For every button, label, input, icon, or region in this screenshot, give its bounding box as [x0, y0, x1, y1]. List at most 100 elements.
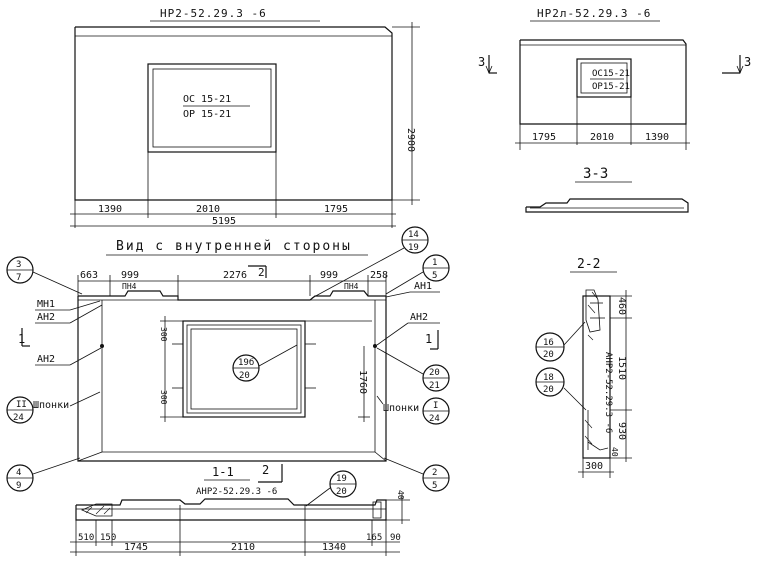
mirror-panel-elevation: НР2л-52.29.3 -6 ОС15-21 ОР15-21 1795 201… [478, 7, 751, 150]
section-1-1-dim-165: 165 [366, 533, 382, 543]
svg-text:21: 21 [429, 381, 440, 391]
svg-text:19б: 19б [238, 357, 254, 368]
section-1-1-dim-2110: 2110 [231, 542, 255, 553]
svg-text:20: 20 [239, 371, 250, 381]
svg-text:3: 3 [16, 260, 21, 270]
callout-4-9: 4 9 [6, 457, 81, 492]
section-1-1-cut-2-label: 2 [262, 463, 269, 477]
svg-text:1: 1 [432, 258, 437, 268]
callout-II-24: II 24 [6, 396, 34, 424]
svg-text:2: 2 [432, 468, 437, 478]
section-1-1-mark: АНР2-52.29.3 -6 [196, 487, 277, 497]
label-an1: АН1 [414, 281, 432, 292]
svg-text:20: 20 [429, 368, 440, 378]
cut-3-left-label: 3 [478, 55, 485, 69]
label-an2-a: АН2 [37, 312, 55, 323]
mirror-window-top-label: ОС15-21 [592, 69, 630, 79]
inner-cut-2-label: 2 [258, 266, 265, 279]
callout-1-5: 1 5 [385, 254, 450, 295]
svg-text:4: 4 [16, 468, 21, 478]
callout-20-21: 20 21 [376, 347, 450, 392]
svg-text:7: 7 [16, 273, 21, 283]
svg-text:14: 14 [408, 230, 419, 240]
callout-14-19: 14 19 [311, 226, 429, 299]
inner-view-title: Вид с внутренней стороны [116, 239, 352, 254]
section-2-2-dim-1510: 1510 [616, 356, 627, 380]
section-1-1-dim-90: 90 [390, 533, 401, 543]
mirror-panel-mark: НР2л-52.29.3 -6 [537, 7, 651, 20]
section-2-2-dim-930: 930 [616, 422, 627, 440]
section-2-2-mark: АНР2-52.29.3 -6 [603, 352, 613, 433]
main-dim-total: 5195 [212, 216, 236, 227]
mirror-dim-2: 2010 [590, 132, 614, 143]
callout-3-7: 3 7 [6, 256, 83, 295]
main-panel-elevation: НР2-52.29.3 -6 ОС 15-21 ОР 15-21 1390 20… [70, 7, 420, 228]
main-window-opening [147, 63, 277, 153]
section-2-2-title: 2-2 [577, 257, 600, 272]
inner-window-opening [182, 320, 306, 418]
main-window-top-label: ОС 15-21 [183, 94, 231, 105]
mirror-dim-1: 1795 [532, 132, 556, 143]
svg-text:20: 20 [543, 385, 554, 395]
section-1-1-dim-150: 150 [100, 533, 116, 543]
section-2-2-dim-300: 300 [585, 461, 603, 472]
main-dim-3: 1795 [324, 204, 348, 215]
svg-text:24: 24 [13, 413, 24, 423]
section-1-1: 1-1 2 АНР2-52.29.3 -6 19 20 40 [70, 463, 410, 556]
section-1-1-dim-1745: 1745 [124, 542, 148, 553]
section-3-3-title: 3-3 [583, 166, 608, 182]
label-keys-right: Шпонки [383, 403, 419, 414]
callout-19-20-section: 19 20 [305, 470, 357, 507]
svg-text:24: 24 [429, 414, 440, 424]
callout-2-5: 2 5 [383, 457, 450, 492]
svg-text:19: 19 [408, 243, 419, 253]
inner-win-dim-1760: 1760 [357, 370, 368, 394]
svg-text:I: I [433, 401, 438, 411]
callout-16-20: 16 20 [535, 321, 586, 362]
svg-text:20: 20 [543, 350, 554, 360]
section-1-1-dim-40: 40 [396, 490, 405, 500]
svg-text:II: II [16, 400, 27, 410]
svg-text:18: 18 [543, 373, 554, 383]
main-dim-1: 1390 [98, 204, 122, 215]
mirror-window-opening [576, 58, 632, 98]
inner-win-dim-300a: 300 [159, 327, 168, 342]
main-dim-height: 2900 [405, 128, 416, 152]
section-2-2-dim-40: 40 [610, 447, 619, 457]
svg-text:5: 5 [432, 481, 437, 491]
svg-text:5: 5 [432, 271, 437, 281]
callout-19b-20: 19б 20 [232, 344, 298, 382]
svg-text:19: 19 [336, 474, 347, 484]
section-2-2-dim-460: 460 [616, 297, 627, 315]
main-window-bottom-label: ОР 15-21 [183, 109, 231, 120]
section-3-3: 3-3 [525, 166, 689, 213]
inner-top-dim-4: 999 [320, 270, 338, 281]
inner-pn-right: ПН4 [344, 282, 359, 291]
cut-3-right-label: 3 [744, 55, 751, 69]
main-dim-2: 2010 [196, 204, 220, 215]
section-2-2: 2-2 АНР2-52.29.3 -6 460 1510 930 40 300 … [535, 257, 632, 478]
section-1-1-dim-510: 510 [78, 533, 94, 543]
label-an2-c: АН2 [410, 312, 428, 323]
inner-top-dim-5: 258 [370, 270, 388, 281]
mirror-window-bottom-label: ОР15-21 [592, 82, 630, 92]
inner-win-dim-300b: 300 [159, 390, 168, 405]
callout-I-24: I 24 [422, 397, 450, 425]
callout-18-20: 18 20 [535, 367, 587, 411]
label-an2-b: АН2 [37, 354, 55, 365]
inner-top-dim-3: 2276 [223, 270, 247, 281]
svg-text:16: 16 [543, 338, 554, 348]
mirror-dim-3: 1390 [645, 132, 669, 143]
cut-1-right-label: 1 [425, 332, 432, 346]
inner-side-view: Вид с внутренней стороны 663 999 2276 99… [6, 226, 450, 492]
inner-top-dim-1: 663 [80, 270, 98, 281]
inner-pn-left: ПН4 [122, 282, 137, 291]
section-1-1-title: 1-1 [212, 465, 234, 479]
inner-top-dim-2: 999 [121, 270, 139, 281]
label-keys-left: Шпонки [33, 400, 69, 411]
svg-text:9: 9 [16, 481, 21, 491]
main-panel-mark: НР2-52.29.3 -6 [160, 7, 267, 20]
label-mn1: МН1 [37, 299, 55, 310]
svg-text:20: 20 [336, 487, 347, 497]
